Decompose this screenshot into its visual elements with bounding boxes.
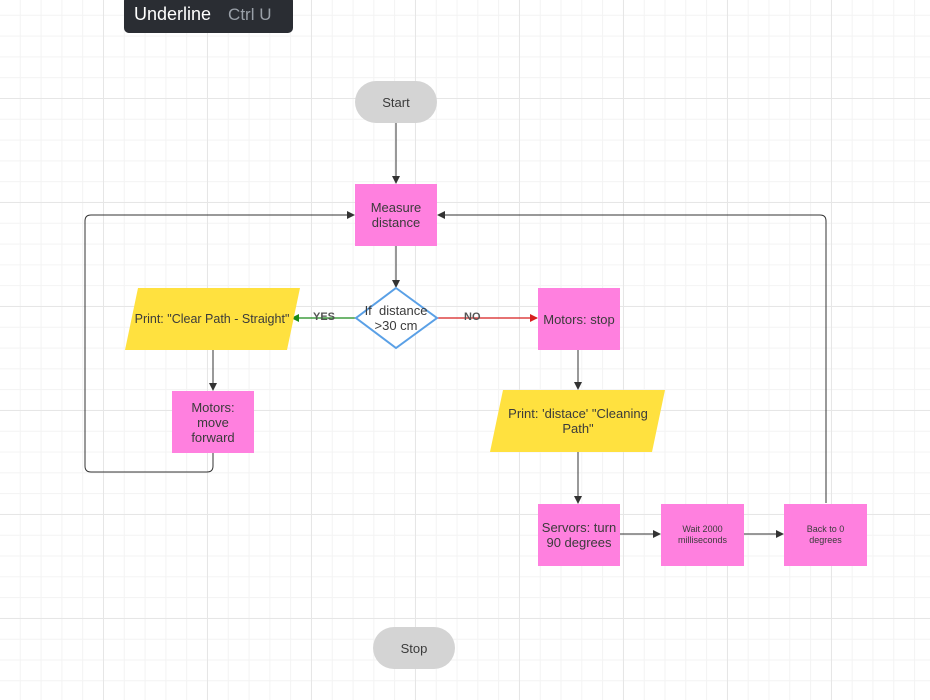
stop-terminal[interactable]: [373, 627, 455, 669]
servos-turn-box[interactable]: [538, 504, 620, 566]
print-clear-path-io[interactable]: [125, 288, 300, 350]
edge-forward-loop: [84, 211, 355, 473]
edge-back-loop: [437, 211, 827, 503]
start-terminal[interactable]: [355, 81, 437, 123]
back-to-zero-box[interactable]: [784, 504, 867, 566]
no-edge-label: NO: [464, 311, 481, 323]
print-distance-label: Print: 'distace' "Cleaning Path": [508, 406, 648, 436]
shortcut-tooltip: Underline Ctrl U: [124, 0, 293, 33]
motors-forward-box[interactable]: [172, 391, 254, 453]
measure-distance-label: Measure distance: [370, 200, 422, 230]
decision-diamond[interactable]: [354, 286, 439, 350]
tooltip-shortcut: Ctrl U: [228, 5, 272, 24]
wait-box[interactable]: [661, 504, 744, 566]
motors-forward-label: Motors: move forward: [191, 399, 235, 445]
start-label: Start: [382, 94, 410, 110]
motors-stop-box[interactable]: [538, 288, 620, 350]
back-to-zero-label: Back to 0 degrees: [806, 524, 845, 545]
tooltip-label: Underline: [134, 4, 212, 24]
stop-label: Stop: [400, 640, 428, 656]
measure-distance-box[interactable]: [355, 184, 437, 246]
motors-stop-label: Motors: stop: [543, 311, 615, 327]
print-clear-path-label: Print: "Clear Path - Straight": [134, 311, 290, 326]
yes-edge-label: YES: [313, 311, 336, 323]
print-distance-io[interactable]: [490, 390, 665, 452]
servos-turn-label: Servors: turn 90 degrees: [541, 520, 617, 550]
decision-label: If distance >30 cm: [364, 303, 432, 333]
wait-label: Wait 2000 milliseconds: [677, 524, 728, 545]
